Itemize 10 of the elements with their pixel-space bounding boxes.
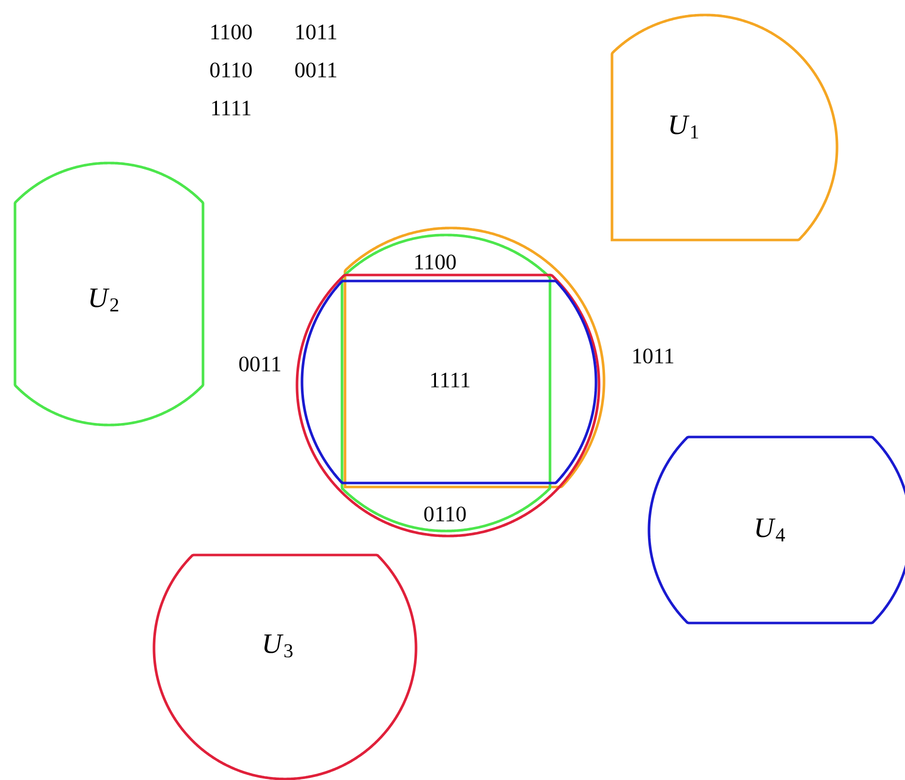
set-label: 1100	[415, 254, 456, 270]
set-label: 0011	[295, 62, 336, 78]
set-label: 1100	[211, 24, 252, 40]
set-label: 1111	[431, 372, 470, 388]
set-label: 1011	[296, 24, 336, 40]
set-label: 1011	[633, 348, 674, 364]
set-label: 0011	[239, 356, 280, 372]
set-label: 0110	[210, 62, 252, 78]
set-label: 0110	[424, 506, 466, 522]
set-label: 1111	[212, 100, 250, 116]
